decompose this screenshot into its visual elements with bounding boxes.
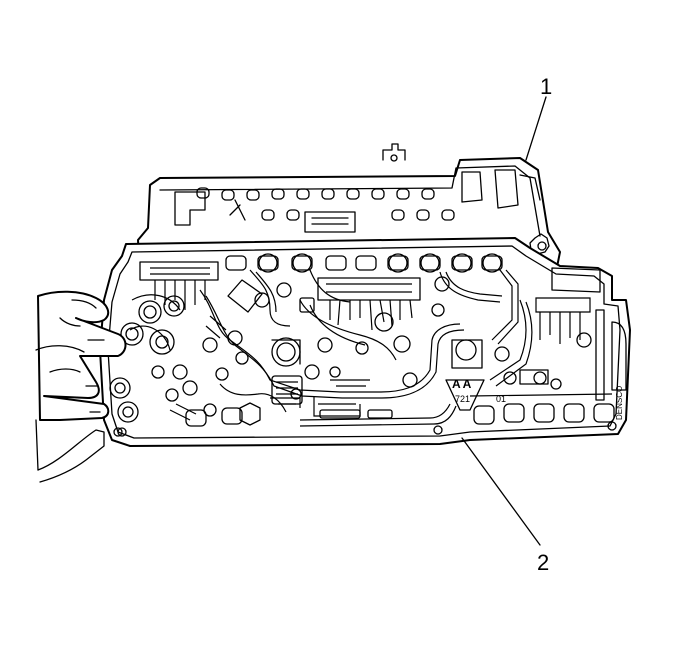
mount-hole xyxy=(117,427,127,437)
left-connector xyxy=(129,261,219,351)
lower-left-sockets xyxy=(169,402,261,427)
top-sockets xyxy=(225,253,503,273)
right-gauge-area xyxy=(451,267,627,391)
callout-1: 1 xyxy=(525,74,552,161)
marking-721-text: 721 xyxy=(455,394,470,404)
center-connector xyxy=(299,277,421,361)
callout-2-label: 2 xyxy=(537,550,549,575)
callout-1-label: 1 xyxy=(540,74,552,99)
printed-circuit-board: AA 721 01 DENSCO xyxy=(99,237,631,447)
board-chips xyxy=(271,297,393,419)
mount-hole xyxy=(607,421,617,431)
marking-aa-text: AA xyxy=(452,377,473,391)
board-marking-aa: AA 721 01 DENSCO xyxy=(445,377,624,420)
lower-right-sockets xyxy=(469,393,615,425)
hand xyxy=(35,290,127,483)
housing-holes xyxy=(196,187,455,221)
callout-2: 2 xyxy=(461,437,549,575)
mount-hole xyxy=(433,425,443,435)
marking-01-text: 01 xyxy=(496,394,506,404)
left-gauge-holes xyxy=(109,295,249,437)
marking-densco-text: DENSCO xyxy=(615,386,624,420)
